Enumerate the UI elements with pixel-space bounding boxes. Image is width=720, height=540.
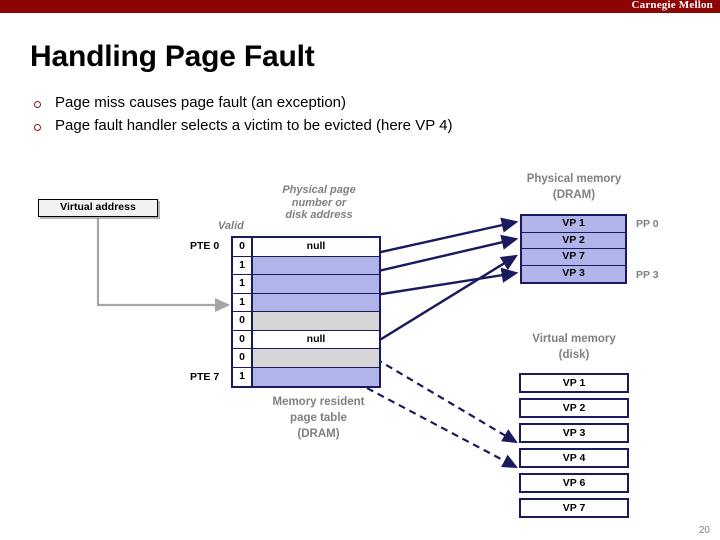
table-row: 1 [233, 293, 379, 312]
list-item: Page fault handler selects a victim to b… [30, 117, 690, 140]
virtual-page-box: VP 1 [519, 373, 629, 393]
physical-memory-caption-line-2: (DRAM) [552, 189, 596, 201]
pte-value [253, 349, 379, 367]
pte-valid-bit: 0 [233, 312, 253, 330]
pte-value [253, 367, 379, 386]
physical-memory-box: VP 1 VP 2 VP 7 VP 3 [520, 214, 627, 284]
virtual-page-box: VP 7 [519, 498, 629, 518]
table-row: 1 [233, 256, 379, 275]
ppn-header-line-2: number or [291, 196, 347, 209]
table-row: 1 [233, 367, 379, 386]
virtual-address-pointer [96, 218, 231, 313]
virtual-address-label: Virtual address [60, 201, 136, 213]
list-item-label: Page fault handler selects a victim to b… [55, 117, 453, 134]
table-row: 0 [233, 349, 379, 368]
virtual-page-box: VP 4 [519, 448, 629, 468]
virtual-memory-caption-line-2: (disk) [558, 349, 590, 361]
page-table: 0 null 1 1 1 0 0 null 0 1 [231, 236, 381, 388]
ppn-header-line-1: Physical page [282, 184, 356, 196]
hollow-circle-bullet-icon [34, 101, 41, 108]
page-table-caption-line-1: Memory resident [272, 396, 365, 408]
table-row: 0 null [233, 330, 379, 349]
physical-memory-caption: Physical memory (DRAM) [500, 171, 648, 203]
ppn-header-line-3: disk address [285, 209, 353, 222]
pte-valid-bit: 0 [233, 330, 253, 348]
pte-valid-bit: 0 [233, 238, 253, 256]
brand-name: Carnegie Mellon [631, 0, 713, 11]
slide-page-number: 20 [698, 525, 710, 536]
table-row: 0 [233, 312, 379, 331]
pte-value [253, 256, 379, 274]
pte-value: null [253, 238, 379, 256]
physical-frame-row: VP 3 [562, 266, 585, 279]
table-row: 1 [233, 275, 379, 294]
virtual-page-box: VP 3 [519, 423, 629, 443]
pte-value [253, 293, 379, 311]
physical-memory-caption-line-1: Physical memory [526, 173, 622, 185]
physical-frame-label-last: PP 3 [636, 269, 659, 281]
virtual-page-box: VP 2 [519, 398, 629, 418]
ppn-column-header: Physical page number or disk address [259, 184, 379, 222]
pte-valid-bit: 0 [233, 349, 253, 367]
virtual-address-box: Virtual address [38, 199, 158, 217]
bullet-list: Page miss causes page fault (an exceptio… [30, 94, 690, 140]
physical-frame-row: VP 7 [522, 249, 625, 266]
pte-valid-bit: 1 [233, 367, 253, 386]
page-title: Handling Page Fault [30, 40, 315, 73]
physical-frame-label-first: PP 0 [636, 218, 659, 230]
pte-valid-bit: 1 [233, 256, 253, 274]
table-row: 0 null [233, 238, 379, 257]
pte-value [253, 312, 379, 330]
pte-valid-bit: 1 [233, 275, 253, 293]
virtual-memory-caption: Virtual memory (disk) [500, 331, 648, 363]
list-item-label: Page miss causes page fault (an exceptio… [55, 94, 346, 111]
pte-last-row-label: PTE 7 [190, 371, 220, 383]
brand-banner: Carnegie Mellon [0, 0, 720, 13]
page-table-caption: Memory resident page table (DRAM) [246, 394, 391, 442]
list-item: Page miss causes page fault (an exceptio… [30, 94, 690, 117]
hollow-circle-bullet-icon [34, 124, 41, 131]
virtual-page-box: VP 6 [519, 473, 629, 493]
pte-value: null [253, 330, 379, 348]
physical-frame-row: VP 2 [522, 233, 625, 249]
valid-column-header: Valid [218, 220, 244, 232]
virtual-memory-caption-line-1: Virtual memory [532, 333, 616, 345]
physical-frame-row: VP 1 [522, 216, 625, 233]
pte-first-row-label: PTE 0 [190, 240, 220, 252]
page-table-caption-line-3: (DRAM) [297, 428, 340, 440]
pte-value [253, 275, 379, 293]
page-table-caption-line-2: page table [290, 412, 347, 424]
pte-valid-bit: 1 [233, 293, 253, 311]
